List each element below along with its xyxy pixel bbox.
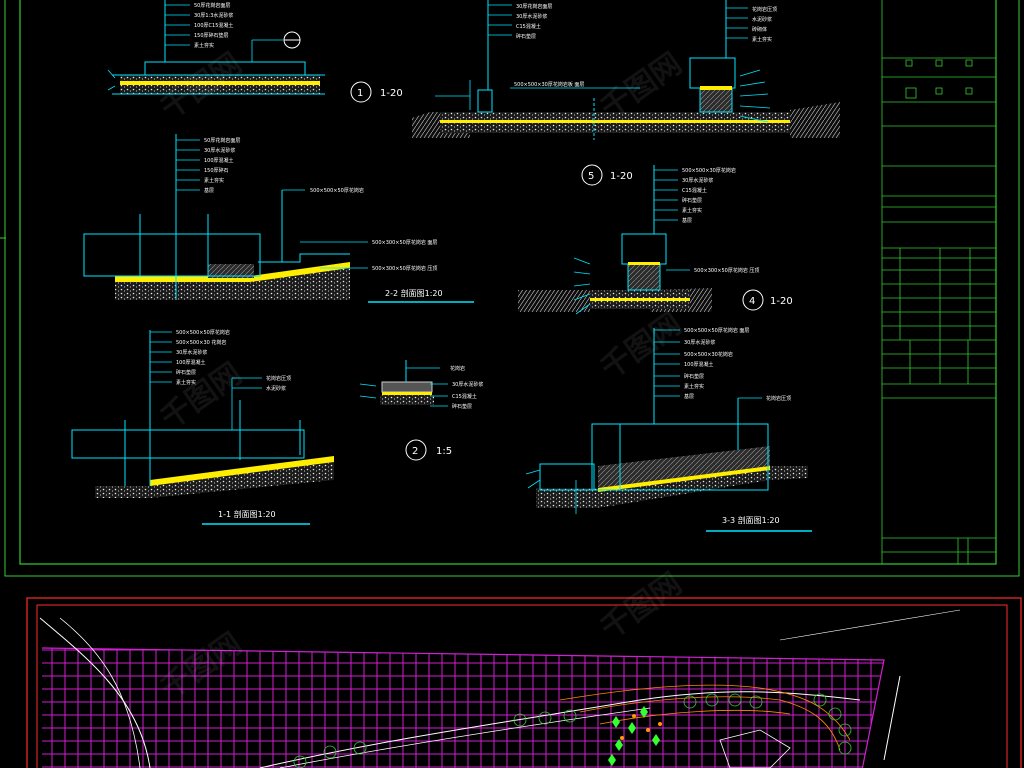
svg-text:基层: 基层 — [204, 187, 214, 194]
svg-text:基层: 基层 — [682, 217, 692, 224]
detail-2-scale: 1:5 — [436, 446, 452, 457]
section-1-1-title: 1-1 剖面图1:20 — [218, 509, 276, 519]
detail-5-marker — [581, 164, 603, 186]
detail-4-scale: 1-20 — [770, 296, 793, 307]
detail-1-id: 1 — [357, 88, 363, 99]
svg-text:素土夯实: 素土夯实 — [194, 42, 214, 49]
watermark-6: 千图网 — [595, 566, 689, 646]
svg-text:30厚水泥砂浆: 30厚水泥砂浆 — [176, 349, 207, 356]
svg-text:花岗岩压顶: 花岗岩压顶 — [752, 6, 777, 13]
svg-text:碎石垫层: 碎石垫层 — [682, 197, 702, 204]
svg-text:素土夯实: 素土夯实 — [684, 383, 704, 390]
svg-text:100厚C15混凝土: 100厚C15混凝土 — [194, 22, 233, 29]
svg-text:500×500×30厚花岗岩: 500×500×30厚花岗岩 — [682, 167, 736, 174]
svg-text:100厚混凝土: 100厚混凝土 — [204, 157, 234, 164]
svg-text:基层: 基层 — [684, 393, 694, 400]
svg-text:50厚花岗岩面层: 50厚花岗岩面层 — [194, 2, 230, 9]
svg-text:碎石垫层: 碎石垫层 — [516, 33, 536, 40]
svg-text:素土夯实: 素土夯实 — [682, 207, 702, 214]
watermark-3: 千图网 — [155, 356, 249, 436]
svg-text:500×500×30 花岗岩: 500×500×30 花岗岩 — [176, 339, 226, 346]
detail-1-scale: 1-20 — [380, 88, 403, 99]
svg-text:花岗岩压顶: 花岗岩压顶 — [766, 395, 791, 402]
svg-text:花岗岩压顶: 花岗岩压顶 — [266, 375, 291, 382]
watermark-4: 千图网 — [595, 306, 689, 386]
svg-text:C15混凝土: C15混凝土 — [682, 187, 707, 194]
svg-text:素土夯实: 素土夯实 — [204, 177, 224, 184]
site-plan-sheet — [26, 597, 1022, 768]
section-3-3-title: 3-3 剖面图1:20 — [722, 515, 780, 525]
svg-text:C15混凝土: C15混凝土 — [516, 23, 541, 30]
upper-sheet-frame — [0, 0, 1020, 577]
svg-text:150厚碎石: 150厚碎石 — [204, 167, 229, 174]
detail-1-marker — [350, 81, 372, 103]
detail-4-id: 4 — [749, 296, 755, 307]
svg-text:C15混凝土: C15混凝土 — [452, 393, 477, 400]
title-block — [881, 0, 996, 564]
svg-text:30厚水泥砂浆: 30厚水泥砂浆 — [684, 339, 715, 346]
svg-text:30厚水泥砂浆: 30厚水泥砂浆 — [452, 381, 483, 388]
svg-text:500×500×50厚花岗岩: 500×500×50厚花岗岩 — [176, 329, 230, 336]
svg-text:30厚花岗岩面层: 30厚花岗岩面层 — [516, 3, 552, 10]
section-2-2-title: 2-2 剖面图1:20 — [385, 288, 443, 298]
svg-text:碎石垫层: 碎石垫层 — [684, 373, 704, 380]
svg-text:水泥砂浆: 水泥砂浆 — [752, 16, 772, 23]
svg-text:素土夯实: 素土夯实 — [176, 379, 196, 386]
svg-text:100厚混凝土: 100厚混凝土 — [684, 361, 714, 368]
watermark-layer: 千图网 千图网 千图网 千图网 千图网 千图网 — [155, 46, 689, 706]
site-plan-grid — [42, 648, 884, 768]
svg-text:500×300×50厚花岗岩 压顶: 500×300×50厚花岗岩 压顶 — [694, 267, 759, 274]
detail-2-id: 2 — [412, 446, 418, 457]
section-1-1: 500×500×50厚花岗岩 500×500×30 花岗岩 30厚水泥砂浆 100厚… — [71, 329, 334, 525]
svg-text:500×300×50厚花岗岩 面层: 500×300×50厚花岗岩 面层 — [372, 239, 437, 246]
section-3-3: 500×500×50厚花岗岩 面层 30厚水泥砂浆 500×500×30花岗岩 10… — [525, 327, 812, 532]
svg-text:花岗岩: 花岗岩 — [450, 365, 465, 372]
svg-text:500×500×30花岗岩: 500×500×30花岗岩 — [684, 351, 733, 358]
svg-text:30厚水泥砂浆: 30厚水泥砂浆 — [204, 147, 235, 154]
svg-text:30厚水泥砂浆: 30厚水泥砂浆 — [516, 13, 547, 20]
svg-text:50厚花岗岩面层: 50厚花岗岩面层 — [204, 137, 240, 144]
svg-text:碎石垫层: 碎石垫层 — [452, 403, 472, 410]
detail-4-marker — [742, 289, 764, 311]
svg-text:500×500×50厚花岗岩: 500×500×50厚花岗岩 — [310, 187, 364, 194]
detail-5-id: 5 — [588, 171, 594, 182]
svg-text:100厚混凝土: 100厚混凝土 — [176, 359, 206, 366]
svg-text:砖砌体: 砖砌体 — [752, 26, 767, 33]
detail-5-scale: 1-20 — [610, 171, 633, 182]
svg-text:水泥砂浆: 水泥砂浆 — [266, 385, 286, 392]
svg-text:素土夯实: 素土夯实 — [752, 36, 772, 43]
detail-1-section: 50厚花岗岩面层 30厚1:3水泥砂浆 100厚C15混凝土 150厚碎石垫层素土夯… — [107, 0, 403, 103]
svg-text:150厚碎石垫层: 150厚碎石垫层 — [194, 32, 229, 39]
detail-2-marker — [405, 439, 427, 461]
svg-text:碎石垫层: 碎石垫层 — [176, 369, 196, 376]
svg-text:30厚水泥砂浆: 30厚水泥砂浆 — [682, 177, 713, 184]
svg-text:500×500×50厚花岗岩 面层: 500×500×50厚花岗岩 面层 — [684, 327, 749, 334]
svg-text:500×300×50厚花岗岩 压顶: 500×300×50厚花岗岩 压顶 — [372, 265, 437, 272]
svg-text:500×500×30厚花岗岩板 面层: 500×500×30厚花岗岩板 面层 — [514, 81, 584, 88]
svg-text:30厚1:3水泥砂浆: 30厚1:3水泥砂浆 — [194, 12, 233, 19]
